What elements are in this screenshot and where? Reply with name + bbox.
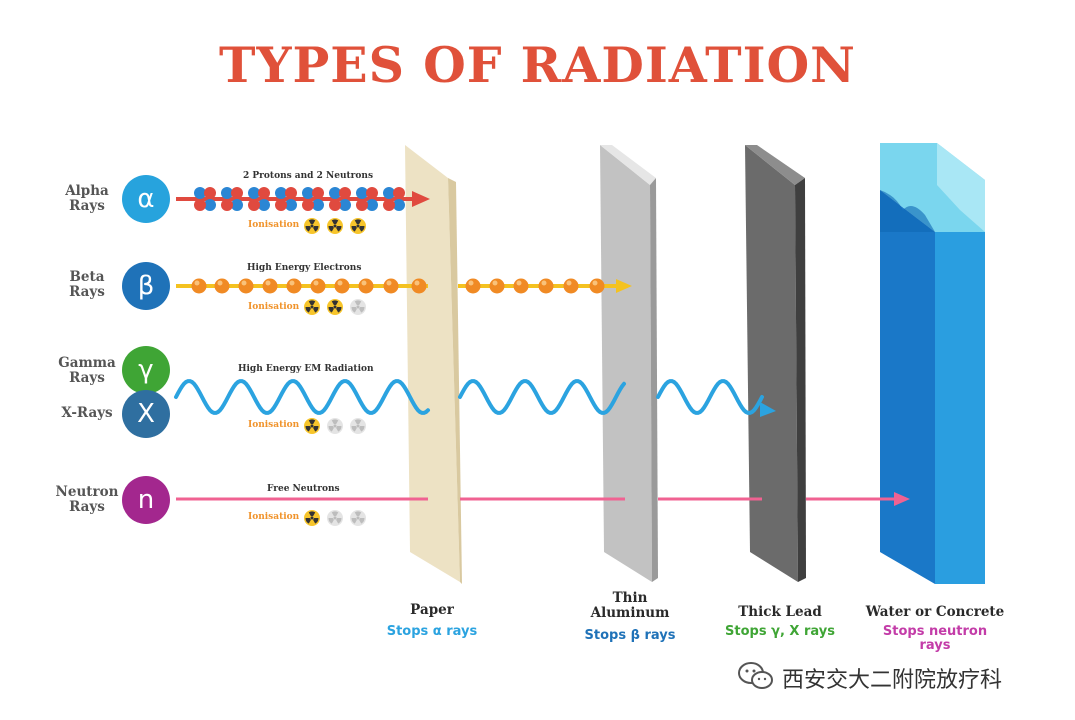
alpha-particle bbox=[356, 187, 378, 211]
beta-electron bbox=[358, 278, 374, 294]
beta-electron bbox=[563, 278, 579, 294]
beta-electron-highlight bbox=[313, 280, 319, 286]
radiation-icon bbox=[327, 218, 343, 234]
neutron-particle-label: Free Neutrons bbox=[267, 484, 340, 494]
beta-electron bbox=[513, 278, 529, 294]
neutron-ionisation-label: Ionisation bbox=[248, 512, 300, 522]
water-block bbox=[880, 143, 985, 584]
watermark: 西安交大二附院放疗科 bbox=[736, 658, 1046, 694]
aluminum-stops-label: Stops β rays bbox=[584, 628, 676, 643]
beta-electron-highlight bbox=[337, 280, 343, 286]
paper-barrier bbox=[405, 145, 462, 584]
alpha-particle bbox=[248, 187, 270, 211]
paper-stops-label: Stops α rays bbox=[386, 624, 478, 639]
beta-electron-highlight bbox=[241, 280, 247, 286]
beta-electron bbox=[465, 278, 481, 294]
wave-arrowhead bbox=[760, 402, 776, 417]
beta-electron bbox=[191, 278, 207, 294]
beta-electron bbox=[411, 278, 427, 294]
beta-symbol-icon: β bbox=[122, 262, 170, 310]
beta-electron bbox=[238, 278, 254, 294]
beta-electron bbox=[310, 278, 326, 294]
watermark-text: 西安交大二附院放疗科 bbox=[782, 668, 1003, 693]
beta-electron bbox=[214, 278, 230, 294]
wave-segment-3 bbox=[656, 379, 764, 415]
radiation-icon bbox=[304, 510, 320, 526]
alpha-particle bbox=[302, 187, 324, 211]
beta-electron-highlight bbox=[414, 280, 420, 286]
beta-electron-highlight bbox=[516, 280, 522, 286]
ionisation-icons bbox=[304, 218, 366, 526]
neutron-rays-label: Neutron Rays bbox=[55, 484, 119, 515]
beta-electron-highlight bbox=[541, 280, 547, 286]
lead-barrier bbox=[745, 145, 806, 582]
beta-electron-highlight bbox=[566, 280, 572, 286]
aluminum-label: Thin Aluminum bbox=[590, 590, 670, 621]
page-title: TYPES OF RADIATION bbox=[219, 36, 856, 94]
beta-electron-highlight bbox=[194, 280, 200, 286]
beta-electron-highlight bbox=[361, 280, 367, 286]
alpha-symbol-icon: α bbox=[122, 175, 170, 223]
radiation-icon bbox=[304, 418, 320, 434]
radiation-icon bbox=[350, 218, 366, 234]
neutron-symbol-icon: n bbox=[122, 476, 170, 524]
alpha-particle bbox=[329, 187, 351, 211]
beta-electron bbox=[538, 278, 554, 294]
radiation-icon-faded bbox=[327, 510, 343, 526]
radiation-icon-faded bbox=[350, 510, 366, 526]
beta-particle-label: High Energy Electrons bbox=[247, 263, 362, 273]
alpha-particle bbox=[275, 187, 297, 211]
wave-segment-2 bbox=[458, 379, 626, 415]
beta-electron bbox=[286, 278, 302, 294]
alpha-ionisation-label: Ionisation bbox=[248, 220, 300, 230]
alpha-particle bbox=[383, 187, 405, 211]
beta-electron-stream bbox=[176, 278, 632, 294]
aluminum-barrier bbox=[600, 145, 658, 582]
wechat-icon bbox=[738, 662, 773, 689]
beta-electron-highlight bbox=[492, 280, 498, 286]
gamma-rays-label: Gamma Rays bbox=[58, 355, 116, 386]
beta-electron-highlight bbox=[217, 280, 223, 286]
paper-label: Paper bbox=[410, 602, 454, 618]
alpha-particle bbox=[221, 187, 243, 211]
alpha-particle-label: 2 Protons and 2 Neutrons bbox=[243, 171, 374, 181]
beta-electron-highlight bbox=[265, 280, 271, 286]
beta-electron bbox=[262, 278, 278, 294]
alpha-rays-label: Alpha Rays bbox=[65, 183, 109, 214]
beta-arrowhead bbox=[616, 279, 632, 293]
neutron-beam bbox=[176, 492, 910, 506]
gamma-ionisation-label: Ionisation bbox=[248, 420, 300, 430]
beta-electron-highlight bbox=[468, 280, 474, 286]
xray-symbol-icon: X bbox=[122, 390, 170, 438]
beta-electron-highlight bbox=[386, 280, 392, 286]
alpha-particle bbox=[194, 187, 216, 211]
neutron-arrowhead bbox=[894, 492, 910, 506]
radiation-icon-faded bbox=[327, 418, 343, 434]
radiation-icon bbox=[304, 299, 320, 315]
beta-electron bbox=[383, 278, 399, 294]
alpha-arrowhead bbox=[412, 191, 430, 207]
beta-rays-label: Beta Rays bbox=[69, 269, 105, 300]
beta-electron-highlight bbox=[289, 280, 295, 286]
wave-segment-1 bbox=[174, 379, 430, 415]
beta-ionisation-label: Ionisation bbox=[248, 302, 300, 312]
radiation-icon-faded bbox=[350, 418, 366, 434]
xrays-label: X-Rays bbox=[61, 405, 113, 421]
alpha-particle-stream bbox=[176, 187, 430, 211]
radiation-icon bbox=[327, 299, 343, 315]
lead-stops-label: Stops γ, X rays bbox=[725, 624, 835, 639]
beta-electron bbox=[489, 278, 505, 294]
beta-electron bbox=[589, 278, 605, 294]
water-stops-label: Stops neutron rays bbox=[882, 624, 988, 653]
water-label: Water or Concrete bbox=[865, 604, 1005, 620]
lead-label: Thick Lead bbox=[738, 604, 822, 620]
radiation-icon bbox=[304, 218, 320, 234]
beta-electron-highlight bbox=[592, 280, 598, 286]
gamma-xray-wave bbox=[174, 379, 776, 417]
radiation-icon-faded bbox=[350, 299, 366, 315]
gamma-symbol-icon: γ bbox=[122, 346, 170, 394]
beta-electron bbox=[334, 278, 350, 294]
gamma-particle-label: High Energy EM Radiation bbox=[238, 364, 374, 374]
